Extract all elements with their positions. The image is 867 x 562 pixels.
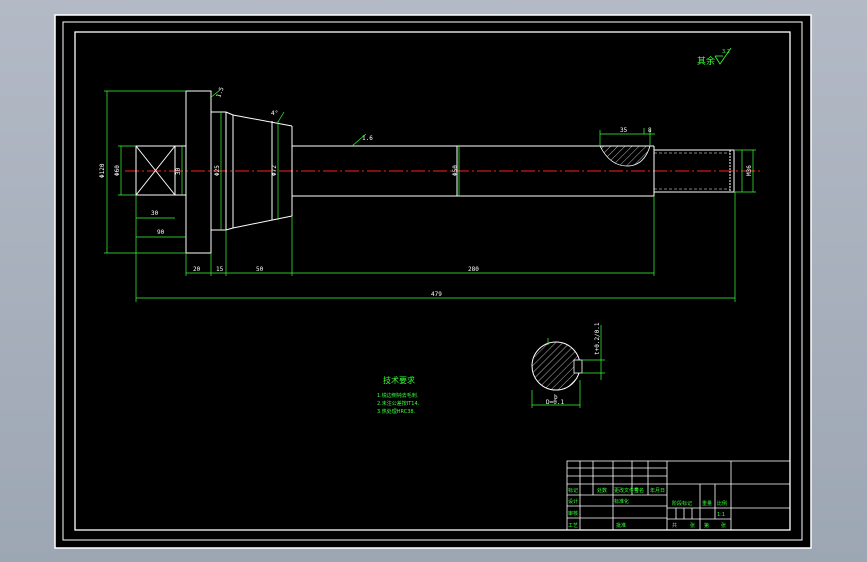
dimension-labels: 479 20 15 50 280 30 90 Φ120 Φ60 30 Φ25 Φ… <box>99 86 753 298</box>
svg-text:1.5: 1.5 <box>215 86 225 99</box>
svg-text:30: 30 <box>175 167 182 175</box>
svg-text:8: 8 <box>648 127 652 134</box>
outer-frame <box>62 21 803 541</box>
svg-text:处数: 处数 <box>597 487 607 494</box>
svg-text:批准: 批准 <box>616 522 626 529</box>
svg-text:阶段标记: 阶段标记 <box>672 500 692 507</box>
tech-title: 技术要求 <box>383 375 415 385</box>
svg-text:90: 90 <box>157 229 165 236</box>
svg-text:第: 第 <box>704 522 709 529</box>
svg-text:4°: 4° <box>271 110 278 117</box>
svg-text:280: 280 <box>468 266 479 273</box>
svg-text:15: 15 <box>216 266 224 273</box>
svg-text:更改文件号: 更改文件号 <box>614 487 639 494</box>
technical-notes: 技术要求 1.锐边倒钝去毛刺. 2.未注公差按IT14. 3.热处理HRC38. <box>377 375 420 415</box>
dimension-lines <box>104 89 756 302</box>
svg-text:年月日: 年月日 <box>650 487 665 494</box>
svg-text:Φ60: Φ60 <box>114 165 121 176</box>
svg-text:50: 50 <box>256 266 264 273</box>
svg-text:20: 20 <box>193 266 201 273</box>
svg-text:标记: 标记 <box>568 487 578 494</box>
svg-text:Φ72: Φ72 <box>271 165 278 176</box>
svg-text:比例: 比例 <box>717 500 727 507</box>
svg-text:30: 30 <box>151 210 159 217</box>
svg-text:其余: 其余 <box>697 55 715 67</box>
svg-text:1:1: 1:1 <box>717 512 725 518</box>
svg-text:3.热处理HRC38.: 3.热处理HRC38. <box>377 408 416 415</box>
drawing-sheet <box>54 14 812 549</box>
svg-text:D=0.1: D=0.1 <box>546 399 564 406</box>
svg-text:3.2: 3.2 <box>722 49 730 55</box>
svg-text:35: 35 <box>620 127 628 134</box>
svg-text:M36: M36 <box>746 165 753 176</box>
svg-text:工艺: 工艺 <box>568 523 578 529</box>
svg-text:张: 张 <box>690 522 695 529</box>
svg-text:共: 共 <box>672 522 677 529</box>
svg-text:Φ25: Φ25 <box>214 165 221 176</box>
inner-frame <box>74 31 791 531</box>
keyway-section <box>599 145 651 167</box>
svg-text:2.未注公差按IT14.: 2.未注公差按IT14. <box>377 400 420 407</box>
svg-text:张: 张 <box>721 522 726 529</box>
dim-overall: 479 <box>431 291 442 298</box>
title-block-text: 标记 处数 更改文件号 签名 年月日 设计 标准化 审核 工艺 批准 阶段标记 … <box>568 487 727 529</box>
svg-text:设计: 设计 <box>568 498 578 505</box>
svg-text:t+0.2/0.1: t+0.2/0.1 <box>594 322 601 355</box>
svg-text:1.锐边倒钝去毛刺.: 1.锐边倒钝去毛刺. <box>377 392 419 399</box>
svg-text:Φ120: Φ120 <box>99 163 106 178</box>
roughness-symbol: 其余 3.2 <box>697 47 732 67</box>
svg-text:重量: 重量 <box>702 500 712 507</box>
svg-text:签名: 签名 <box>634 487 644 494</box>
title-block <box>566 460 791 531</box>
svg-text:1.6: 1.6 <box>362 135 373 142</box>
svg-text:审核: 审核 <box>568 510 578 517</box>
svg-text:Φ50: Φ50 <box>452 165 459 176</box>
cross-section-view: t+0.2/0.1 D=0.1 b <box>531 322 605 408</box>
shaft-outline <box>135 90 735 254</box>
svg-text:标准化: 标准化 <box>614 498 629 505</box>
svg-text:b: b <box>554 394 558 401</box>
